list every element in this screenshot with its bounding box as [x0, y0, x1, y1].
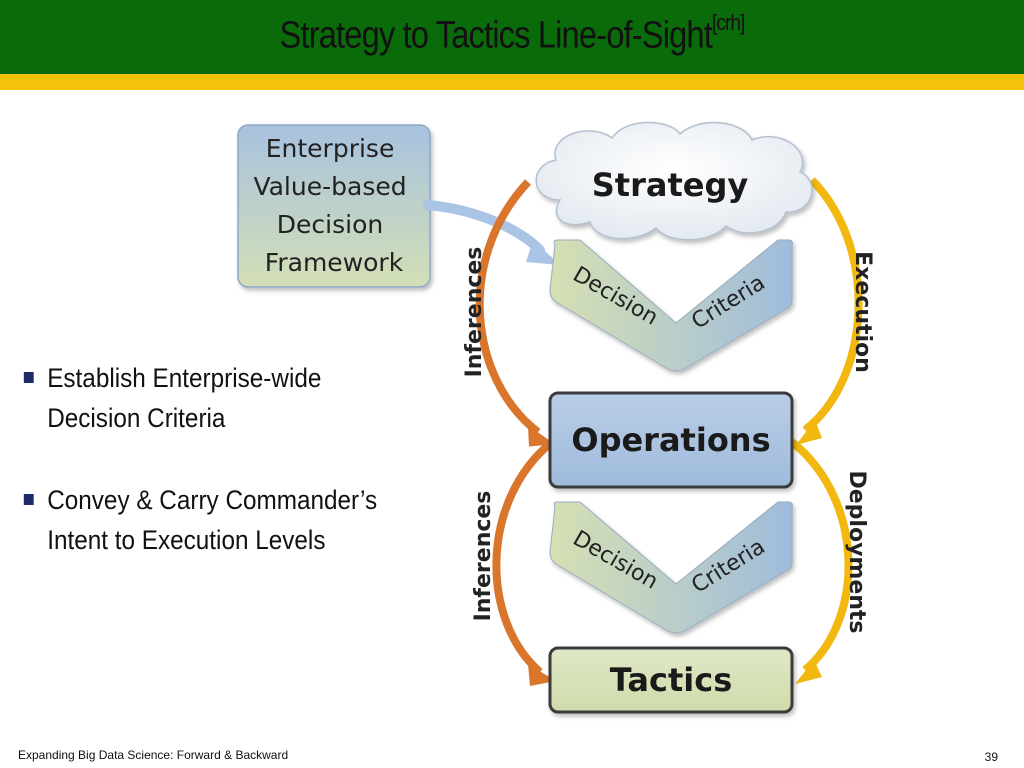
page-number: 39 [984, 750, 998, 764]
svg-text:Enterprise Value-based: Enterprise Value-based Decision Framewor… [253, 134, 414, 277]
footer-text: Expanding Big Data Science: Forward & Ba… [18, 748, 289, 762]
bullet-line: Decision Criteria [47, 403, 226, 433]
framework-line-3: Decision [277, 210, 383, 239]
decision-criteria-chevron-lower [549, 501, 793, 634]
operations-box [548, 391, 794, 489]
title-bar [0, 0, 1024, 74]
bullet-line: Convey & Carry Commander’s [47, 485, 378, 515]
strategy-label: Strategy [592, 166, 749, 204]
tactics-label: Tactics [610, 661, 733, 699]
inferences-arrow-lower [492, 438, 556, 686]
execution-arrow [796, 177, 863, 445]
tactics-box [548, 646, 794, 714]
bullet-item: Convey & Carry Commander’s Intent to Exe… [22, 480, 418, 560]
title-bar-stripe [0, 74, 1024, 90]
framework-line-4: Framework [265, 248, 404, 277]
bullet-list: Establish Enterprise-wide Decision Crite… [22, 358, 462, 602]
bullet-line: Establish Enterprise-wide [47, 363, 322, 393]
operations-label: Operations [571, 421, 770, 459]
execution-label: Execution [850, 251, 875, 373]
inferences-label-upper: Inferences [462, 247, 487, 378]
deployments-label: Deployments [844, 470, 869, 633]
decision-criteria-chevron-upper [549, 239, 793, 372]
slide-title-superscript: [crh] [711, 10, 745, 35]
framework-line-2: Value-based [253, 172, 406, 201]
bullet-line: Intent to Execution Levels [47, 525, 326, 555]
strategy-cloud [535, 121, 813, 241]
slide-title-text: Strategy to Tactics Line-of-Sight [279, 14, 713, 57]
bullet-square-icon [23, 372, 34, 383]
deployments-arrow [789, 438, 853, 684]
inferences-label-lower: Inferences [471, 491, 496, 622]
bullet-item: Establish Enterprise-wide Decision Crite… [22, 358, 418, 438]
framework-line-1: Enterprise [266, 134, 395, 163]
bullet-square-icon [23, 494, 34, 505]
slide-title: Strategy to Tactics Line-of-Sight[crh] [72, 10, 953, 58]
